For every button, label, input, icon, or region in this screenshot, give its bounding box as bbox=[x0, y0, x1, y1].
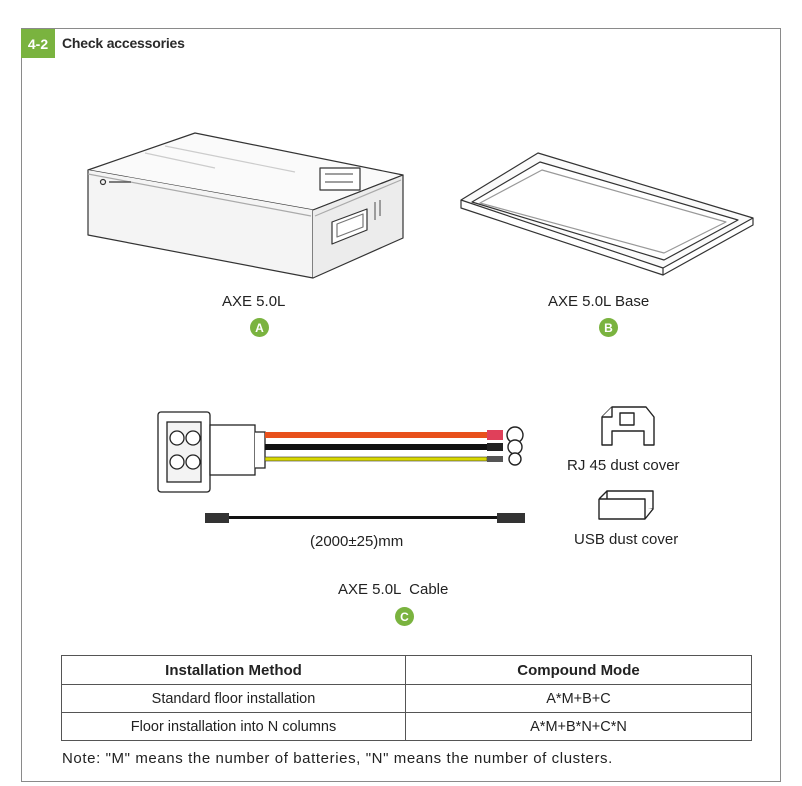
battery-base-illustration bbox=[460, 152, 754, 276]
table-row: Floor installation into N columns A*M+B*… bbox=[61, 712, 752, 741]
usb-label: USB dust cover bbox=[574, 531, 679, 548]
item-a-badge: A bbox=[250, 318, 269, 337]
table-cell-method: Standard floor installation bbox=[61, 684, 406, 713]
battery-module-illustration bbox=[87, 132, 404, 279]
item-c-label: AXE 5.0L Cable bbox=[338, 581, 449, 598]
yellow-wire bbox=[264, 456, 488, 462]
table-row: Standard floor installation A*M+B+C bbox=[61, 684, 752, 713]
power-cable-illustration bbox=[157, 411, 524, 493]
cable-length-label: (2000±25)mm bbox=[310, 533, 404, 550]
communication-cable-illustration bbox=[205, 513, 525, 523]
table-cell-method: Floor installation into N columns bbox=[61, 712, 406, 741]
item-c-badge: C bbox=[395, 607, 414, 626]
rj45-label: RJ 45 dust cover bbox=[567, 457, 680, 474]
red-wire bbox=[265, 432, 487, 438]
footnote: Note: "M" means the number of batteries,… bbox=[62, 750, 613, 767]
table-header-method: Installation Method bbox=[61, 655, 406, 685]
item-b-label: AXE 5.0L Base bbox=[548, 293, 650, 310]
rj45-dust-cover-icon bbox=[601, 406, 655, 446]
usb-dust-cover-icon bbox=[598, 490, 654, 520]
table-header-mode: Compound Mode bbox=[405, 655, 752, 685]
table-header-row: Installation Method Compound Mode bbox=[61, 655, 752, 685]
item-b-badge: B bbox=[599, 318, 618, 337]
table-cell-mode: A*M+B*N+C*N bbox=[405, 712, 752, 741]
section-number: 4-2 bbox=[21, 29, 55, 58]
black-wire bbox=[265, 444, 487, 450]
accessory-table: Installation Method Compound Mode Standa… bbox=[61, 655, 752, 741]
section-title: Check accessories bbox=[62, 35, 185, 51]
table-cell-mode: A*M+B+C bbox=[405, 684, 752, 713]
item-a-label: AXE 5.0L bbox=[222, 293, 286, 310]
page-frame bbox=[21, 28, 781, 782]
